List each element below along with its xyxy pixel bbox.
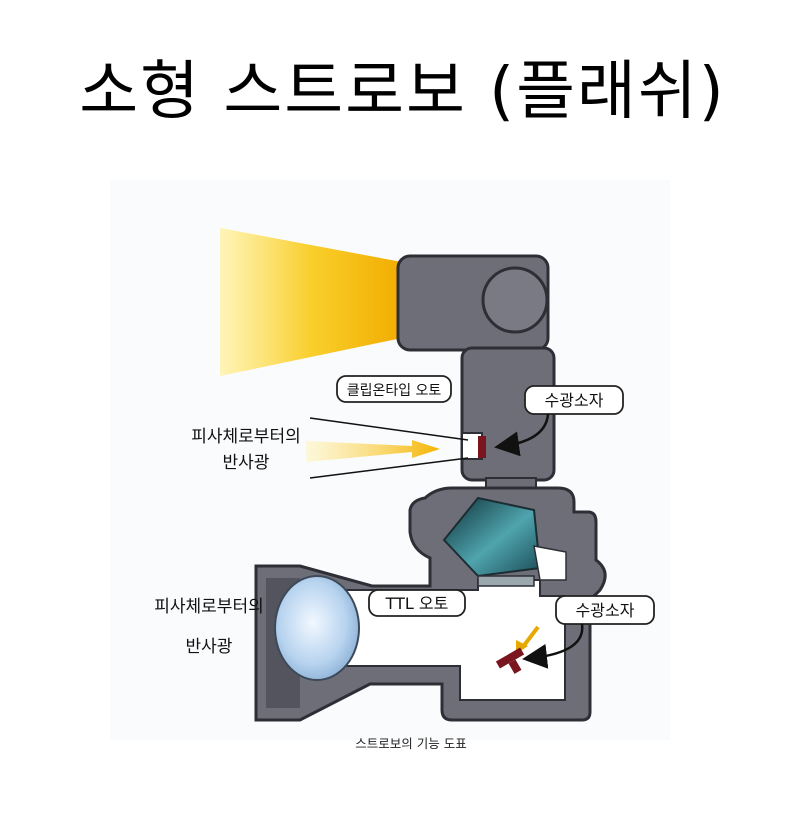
ttl-sensor bbox=[495, 647, 525, 674]
flash-pivot-circle bbox=[481, 266, 549, 334]
clip-on-auto-label: 클립온타입 오토 bbox=[347, 383, 442, 399]
sensor-bottom-box bbox=[555, 595, 655, 625]
sensor-top-callout-arrow bbox=[494, 413, 550, 457]
pentaprism bbox=[442, 496, 542, 578]
ttl-auto-box bbox=[368, 589, 466, 617]
viewfinder-window bbox=[533, 545, 567, 581]
subject-reflection-bottom-line1: 피사체로부터의 bbox=[154, 597, 263, 617]
ttl-auto-label: TTL 오토 bbox=[385, 594, 449, 613]
reflect-line-bottom bbox=[309, 457, 469, 479]
flash-beam bbox=[220, 228, 402, 376]
reflected-light-arrow-top bbox=[306, 440, 440, 462]
subject-reflection-top-line1: 피사체로부터의 bbox=[191, 427, 300, 447]
subject-reflection-bottom-line2: 반사광 bbox=[186, 637, 233, 657]
focusing-screen bbox=[477, 575, 535, 587]
page-title: 소형 스트로보 (플래쉬) bbox=[79, 55, 726, 129]
sensor-bottom-label: 수광소자 bbox=[576, 601, 635, 620]
sensor-bottom-callout-arrow bbox=[522, 623, 584, 669]
sensor-top-box bbox=[524, 385, 624, 415]
figure-caption: 스트로보의 기능 도표 bbox=[355, 736, 466, 751]
reflect-line-top bbox=[309, 417, 469, 441]
subject-reflection-top-line2: 반사광 bbox=[223, 453, 270, 473]
sensor-top-label: 수광소자 bbox=[545, 391, 604, 410]
clip-on-auto-box bbox=[336, 375, 452, 403]
flash-sensor bbox=[478, 436, 486, 458]
